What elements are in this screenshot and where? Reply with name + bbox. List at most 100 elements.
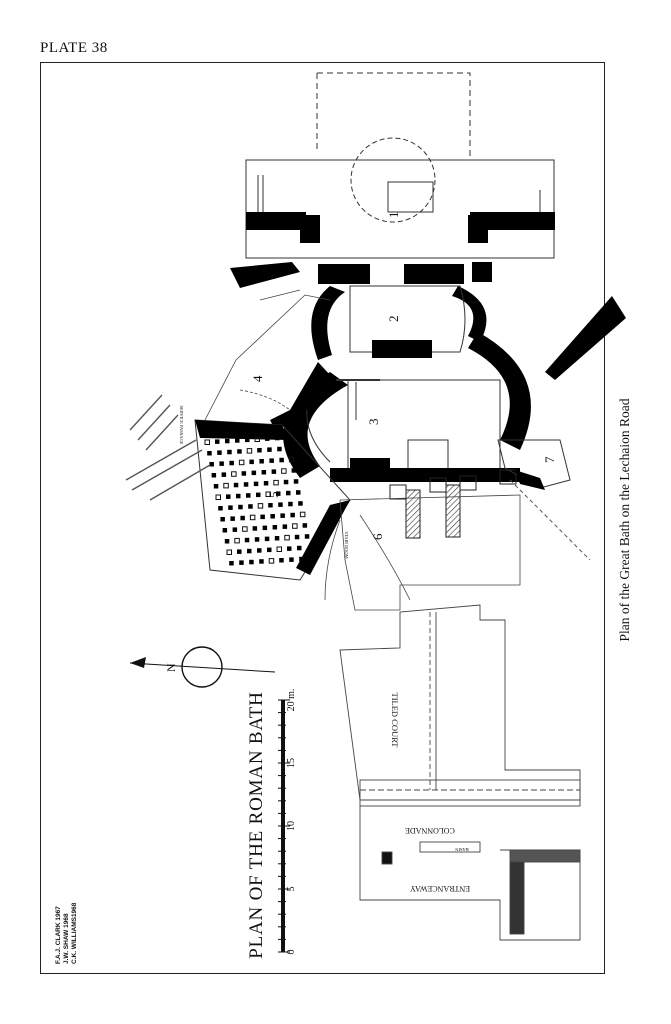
scale-label-5: 5 [286,887,297,892]
hypocaust-pila [297,545,302,551]
room-2-walls [230,262,492,360]
hypocaust-pila [234,537,240,544]
hypocaust-pila [235,438,240,443]
hypocaust-pila [232,527,238,532]
hypocaust-pila [279,558,284,563]
hypocaust-pila [290,512,295,518]
hypocaust-pila [287,546,292,551]
hypocaust-pila [267,547,272,553]
hypocaust-pila [248,504,253,509]
hypocaust-pila [293,479,299,484]
hypocaust-pila [279,457,284,463]
basin-label: BASIN [455,847,469,852]
hypocaust-pila [298,501,303,506]
hypocaust-pila [225,438,230,444]
room-number-3: 3 [366,419,381,426]
hypocaust-pila [259,459,264,464]
north-label: N [164,663,178,672]
hypocaust-pila [229,561,234,566]
hypocaust-pila [273,479,279,486]
tiled-court-label: TILED COURT [390,693,400,749]
hypocaust-pila [280,513,285,518]
credit-williams: C.K. WILLIAMS1968 [71,902,78,964]
scale-label-20: 20 m. [286,689,297,712]
hypocaust-pila [261,470,267,475]
hypocaust-pila [268,503,273,508]
hypocaust-pila [224,539,230,544]
hypocaust-pila [251,470,257,476]
hypocaust-pila [238,504,243,510]
plate-label: PLATE 38 [40,40,108,56]
hypocaust-pila [223,482,229,489]
hypocaust-pila [233,482,239,488]
room-1-structure [245,72,555,259]
room-4-outline [204,289,331,421]
hypocaust-pila [211,473,217,478]
hypocaust-pila [249,459,254,465]
plate-frame [40,62,605,974]
hypocaust-pila [296,490,301,495]
hypocaust-pila [245,437,250,443]
stair-room-label: STAIR ROOM [344,531,349,558]
hypocaust-pila [299,511,306,518]
colonnade-label: COLONNADE [405,826,455,835]
hypocaust-pila [291,468,297,473]
hypocaust-pila [253,481,259,487]
room-number-7: 7 [542,456,557,463]
hypocaust-pila [237,549,242,554]
hypocaust-pila [239,560,244,565]
room-number-2: 2 [386,316,401,323]
hypocaust-pila [289,557,294,562]
hypocaust-pila [285,435,290,440]
hypocaust-pila [219,461,224,466]
colonnade-structure [359,779,581,941]
hypocaust-pila [237,449,242,454]
hypocaust-pila [246,493,251,498]
room-6-structure [324,494,521,611]
credit-shaw: J.W. SHAW 1968 [63,913,70,964]
south-wall [330,468,520,539]
hypocaust-pila [265,436,270,441]
room-number-4: 4 [250,375,265,382]
hypocaust-pila [249,514,256,521]
tiled-court-structure [339,604,581,801]
hypocaust-pila [230,516,235,521]
hypocaust-pila [263,481,269,486]
hypocaust-pila [242,526,248,532]
hypocaust-pila [284,534,290,541]
hypocaust-pila [218,506,223,511]
hypocaust-pila [243,482,249,487]
plate-caption: Plan of the Great Bath on the Lechaion R… [617,398,632,642]
hypocaust-pila [257,503,264,509]
hypocaust-pila [302,523,308,528]
hypocaust-pila [288,501,293,507]
service-passage-label: SERVICE PASSAGE [179,405,184,444]
hypocaust-pila [274,536,280,541]
hypocaust-pila [257,448,262,453]
hypocaust-pila [288,456,295,463]
hypocaust-pila [213,484,219,489]
hypocaust-pila [294,534,300,540]
hypocaust-pila [259,559,264,564]
hypocaust-pila [267,447,272,452]
hypocaust-pila [282,524,288,529]
scale-label-0: 0 [286,950,297,955]
hypocaust-pila [272,525,278,530]
hypocaust-pila [204,439,210,445]
hypocaust-pila [257,548,262,553]
hypocaust-pila [236,493,241,499]
ne-projection [545,296,626,380]
hypocaust-pila [231,471,237,477]
hypocaust-pila [249,559,254,565]
hypocaust-pila [304,534,310,539]
scale-bar [278,699,290,953]
hypocaust-pila [260,514,265,520]
room-number-5: 5 [266,492,281,499]
entranceway-label: ENTRANCEWAY [410,884,470,893]
hypocaust-pila [244,537,250,543]
hypocaust-pila [283,479,289,485]
hypocaust-pila [217,450,222,455]
hypocaust-pila [292,523,298,529]
hypocaust-pila [254,537,260,542]
